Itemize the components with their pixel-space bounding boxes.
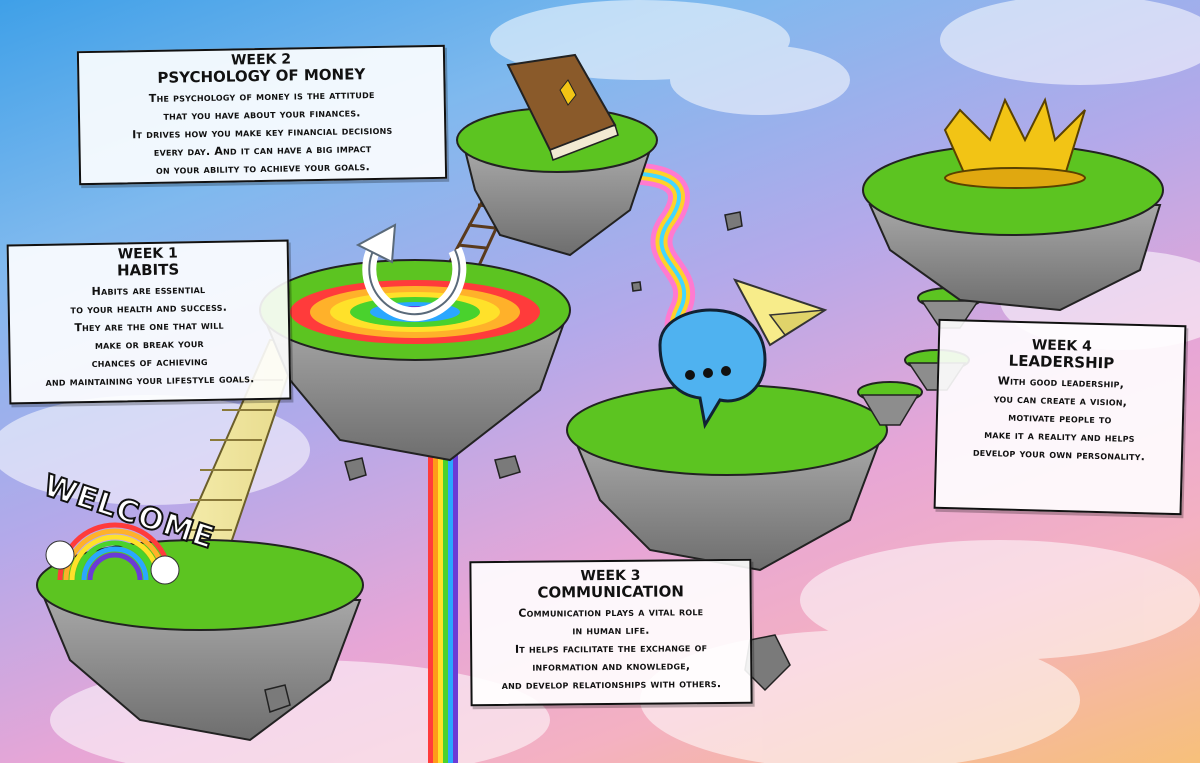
chat-bubble-icon xyxy=(658,308,767,430)
card-week-3-line: in human life. xyxy=(572,623,650,638)
card-week-4: WEEK 4 LEADERSHIP With good leadership, … xyxy=(933,318,1187,516)
card-week-1-line: and maintaining your lifestyle goals. xyxy=(45,372,255,389)
card-week-3-line: information and knowledge, xyxy=(532,659,691,674)
book-icon xyxy=(506,53,619,161)
card-week-3-line: and develop relationships with others. xyxy=(501,677,722,692)
card-week-1: WEEK 1 HABITS Habits are essential to yo… xyxy=(6,239,292,405)
refresh-arrow-icon xyxy=(355,223,467,322)
card-week-3-line: It helps facilitate the exchange of xyxy=(514,641,708,656)
rainbow-waterfall xyxy=(428,340,458,763)
card-week-1-title: HABITS xyxy=(116,260,180,280)
island-communication xyxy=(566,384,888,572)
island-habits xyxy=(259,259,571,462)
card-week-3-title: COMMUNICATION xyxy=(537,582,684,602)
floating-rocks xyxy=(264,211,791,713)
card-week-3-line: Communication plays a vital role xyxy=(518,605,704,620)
island-leadership xyxy=(862,144,1164,312)
card-week-2: WEEK 2 PSYCHOLOGY OF MONEY The psycholog… xyxy=(76,44,448,186)
card-week-3: WEEK 3 COMMUNICATION Communication plays… xyxy=(469,558,753,707)
crown-icon xyxy=(943,97,1086,189)
paper-plane-icon xyxy=(732,278,828,347)
